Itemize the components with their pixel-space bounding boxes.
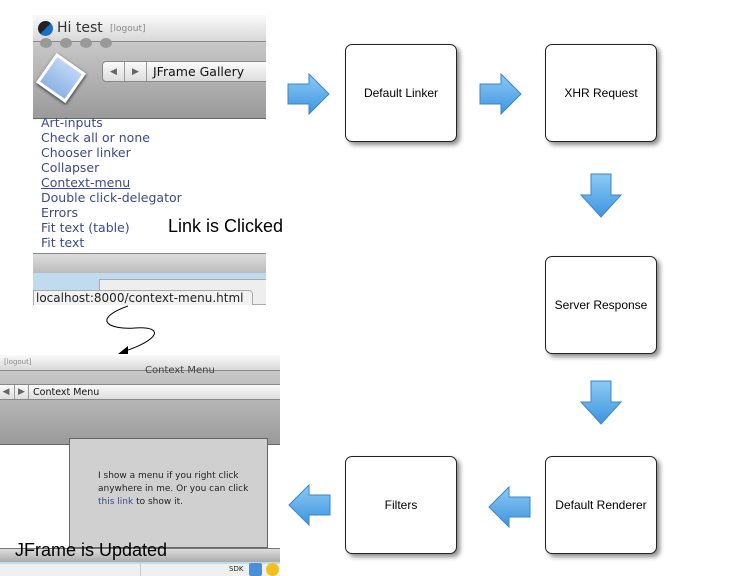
back-button[interactable]: ◀ (0, 385, 15, 399)
plugin-icon[interactable] (266, 563, 279, 576)
arrow-left-icon (288, 484, 331, 526)
step-filters: Filters (345, 456, 457, 554)
link-errors[interactable]: Errors (41, 205, 78, 220)
arrow-down-icon (580, 173, 622, 218)
nav-title: JFrame Gallery (153, 64, 245, 79)
panel-text-end: to show it. (133, 497, 183, 507)
link-fit-text-table[interactable]: Fit text (table) (41, 220, 130, 235)
step-default-renderer: Default Renderer (545, 456, 657, 554)
forward-button[interactable]: ▶ (125, 62, 147, 81)
link-check-all[interactable]: Check all or none (41, 130, 150, 145)
app-icon[interactable] (249, 563, 262, 576)
step-server-response: Server Response (545, 256, 657, 354)
step-default-linker: Default Linker (345, 44, 457, 142)
window-title: Context Menu (145, 365, 215, 376)
this-link[interactable]: this link (98, 497, 134, 507)
context-menu-screenshot: [logout] Context Menu ◀ ▶ Context Menu I… (0, 355, 280, 576)
window-controls[interactable] (40, 38, 112, 48)
link-chooser-linker[interactable]: Chooser linker (41, 145, 131, 160)
status-bar-url: localhost:8000/context-menu.html (33, 290, 253, 305)
logout-link[interactable]: [logout] (4, 358, 32, 366)
link-context-menu[interactable]: Context-menu (41, 175, 131, 190)
link-art-inputs[interactable]: Art-inputs (41, 115, 103, 130)
panel-text: I show a menu if you right click anywher… (98, 471, 249, 494)
back-button[interactable]: ◀ (103, 62, 125, 81)
context-menu-panel[interactable]: I show a menu if you right click anywher… (69, 438, 268, 548)
logout-link[interactable]: [logout] (110, 24, 146, 34)
arrow-left-icon (488, 486, 531, 528)
gallery-screenshot: Hi test [logout] ◀ ▶ JFrame Gallery Art-… (33, 15, 266, 305)
connector-arrow (106, 305, 155, 354)
jframe-updated-label: JFrame is Updated (15, 540, 168, 560)
link-collapser[interactable]: Collapser (41, 160, 100, 175)
link-fit-text[interactable]: Fit text (41, 235, 85, 250)
arrow-right-icon (479, 73, 522, 115)
gallery-app-icon (35, 52, 87, 104)
arrow-down-icon (580, 380, 622, 425)
app-logo-icon (38, 21, 53, 36)
nav-title: Context Menu (33, 386, 100, 398)
link-clicked-label: Link is Clicked (168, 216, 284, 236)
link-double-click[interactable]: Double click-delegator (41, 190, 182, 205)
greeting: Hi test (57, 20, 103, 36)
arrow-right-icon (287, 73, 330, 115)
step-xhr-request: XHR Request (545, 44, 657, 142)
gallery-link-list: Art-inputs Check all or none Chooser lin… (41, 115, 182, 250)
dock-label: SDK (229, 565, 244, 573)
forward-button[interactable]: ▶ (15, 385, 29, 399)
